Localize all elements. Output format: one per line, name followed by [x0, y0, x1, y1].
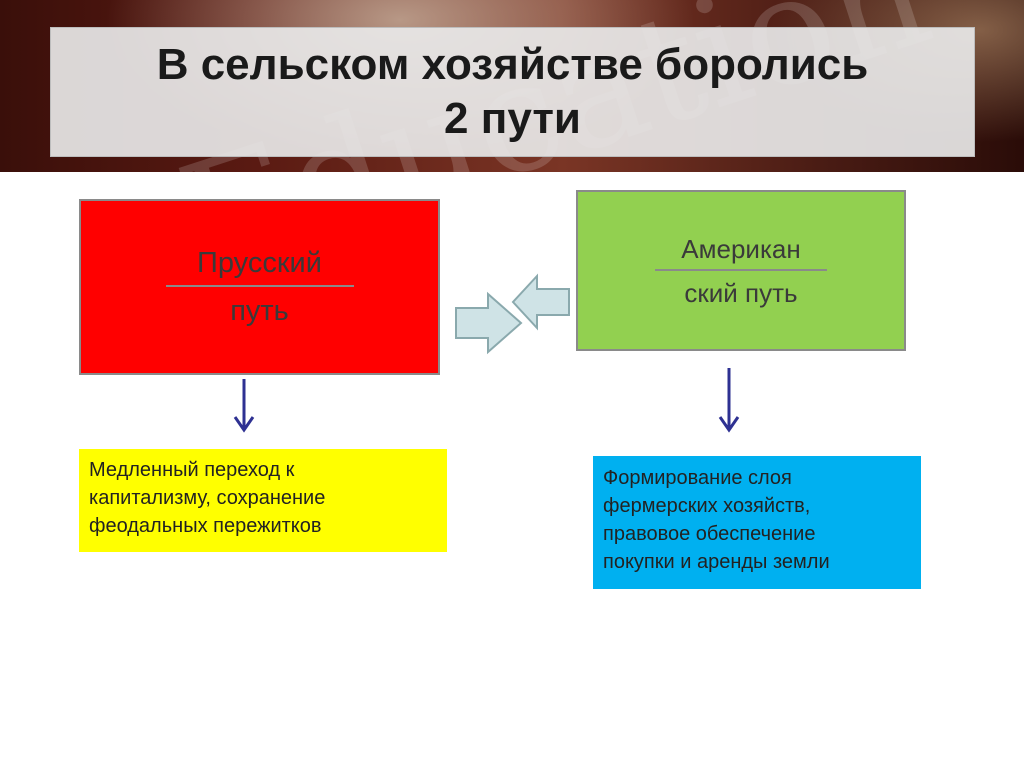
slide-title: В сельском хозяйстве боролись 2 пути [157, 38, 869, 146]
prussian-description-line: феодальных пережитков [89, 515, 322, 537]
american-path-label-top: Американ [681, 233, 801, 264]
prussian-description-line: Медленный переход к [89, 459, 295, 481]
prussian-path-divider [165, 285, 354, 287]
title-box: В сельском хозяйстве боролись 2 пути [50, 27, 975, 157]
prussian-path-label-bottom: путь [230, 295, 289, 327]
american-description-line: фермерских хозяйств, [603, 495, 811, 517]
prussian-path-description: Медленный переход к капитализму, сохране… [79, 449, 447, 552]
american-path-divider [655, 268, 827, 271]
slide-title-line1: В сельском хозяйстве боролись [156, 40, 869, 89]
american-path-box: Американ ский путь [576, 190, 906, 351]
left-arrow-icon [511, 273, 570, 331]
american-path-description: Формирование слоя фермерских хозяйств, п… [593, 456, 921, 589]
prussian-path-box: Прусский путь [79, 199, 440, 375]
slide-title-line2: 2 пути [444, 94, 581, 143]
right-arrow-icon [455, 291, 523, 355]
prussian-path-label-top: Прусский [197, 247, 322, 279]
american-description-line: покупки и аренды земли [603, 551, 830, 573]
down-arrow-icon [718, 368, 740, 433]
down-arrow-icon [233, 379, 255, 433]
prussian-description-line: капитализму, сохранение [89, 487, 326, 509]
american-path-label-bottom: ский путь [684, 277, 798, 308]
american-description-line: правовое обеспечение [603, 523, 816, 545]
american-description-line: Формирование слоя [603, 467, 792, 489]
